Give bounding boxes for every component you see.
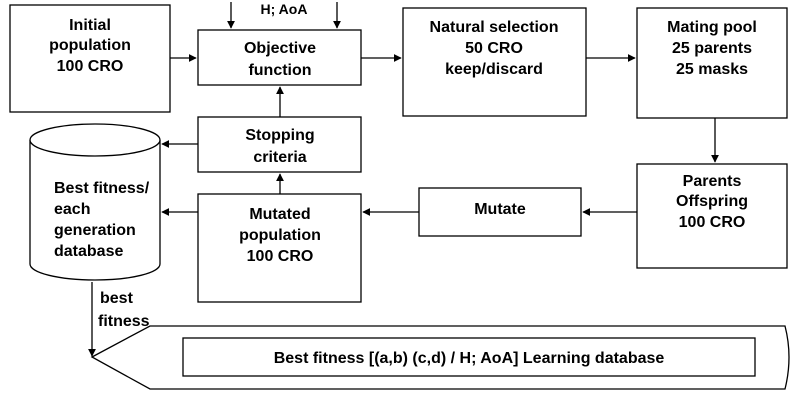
mutate-label: Mutate [474, 201, 526, 218]
database-line4: database [54, 243, 123, 260]
best-fitness-database-cylinder: Best fitness/ each generation database [29, 123, 161, 281]
connectors [88, 2, 719, 357]
initial-population-line1: Initial [69, 17, 111, 34]
initial-population-line2: population [49, 37, 131, 54]
database-line2: each [54, 201, 90, 218]
parents-offspring-box: Parents Offspring 100 CRO [636, 163, 788, 269]
mating-pool-box: Mating pool 25 parents 25 masks [636, 7, 788, 119]
natural-selection-line1: Natural selection [430, 19, 559, 36]
learning-database-container: Best fitness [(a,b) (c,d) / H; AoA] Lear… [90, 325, 790, 390]
mutated-population-line1: Mutated [249, 206, 310, 223]
mating-pool-line1: Mating pool [667, 19, 757, 36]
learning-database-label: Best fitness [(a,b) (c,d) / H; AoA] Lear… [274, 350, 665, 367]
stopping-criteria-line2: criteria [253, 149, 306, 166]
natural-selection-line3: keep/discard [445, 61, 543, 78]
objective-function-line2: function [248, 62, 311, 79]
mutated-population-line2: population [239, 227, 321, 244]
mutate-box: Mutate [418, 187, 582, 237]
parents-offspring-line1: Parents [683, 173, 742, 190]
input-parameters-label: H; AoA [261, 1, 308, 17]
best-fitness-label-line1: best [100, 290, 134, 307]
natural-selection-line2: 50 CRO [465, 40, 523, 57]
best-fitness-label-line2: fitness [98, 313, 150, 330]
mating-pool-line2: 25 parents [672, 40, 752, 57]
initial-population-box: Initial population 100 CRO [9, 4, 171, 113]
parents-offspring-line2: Offspring [676, 193, 748, 210]
mating-pool-line3: 25 masks [676, 61, 748, 78]
stopping-criteria-line1: Stopping [245, 127, 314, 144]
parents-offspring-line3: 100 CRO [679, 214, 746, 231]
database-line1: Best fitness/ [54, 180, 150, 197]
database-line3: generation [54, 222, 136, 239]
natural-selection-box: Natural selection 50 CRO keep/discard [402, 7, 587, 117]
mutated-population-box: Mutated population 100 CRO [197, 193, 362, 303]
learning-database-box [182, 337, 756, 377]
objective-function-line1: Objective [244, 40, 316, 57]
stopping-criteria-box: Stopping criteria [197, 116, 362, 173]
mutated-population-line3: 100 CRO [247, 248, 314, 265]
objective-function-box: Objective function [197, 29, 362, 86]
initial-population-line3: 100 CRO [57, 58, 124, 75]
